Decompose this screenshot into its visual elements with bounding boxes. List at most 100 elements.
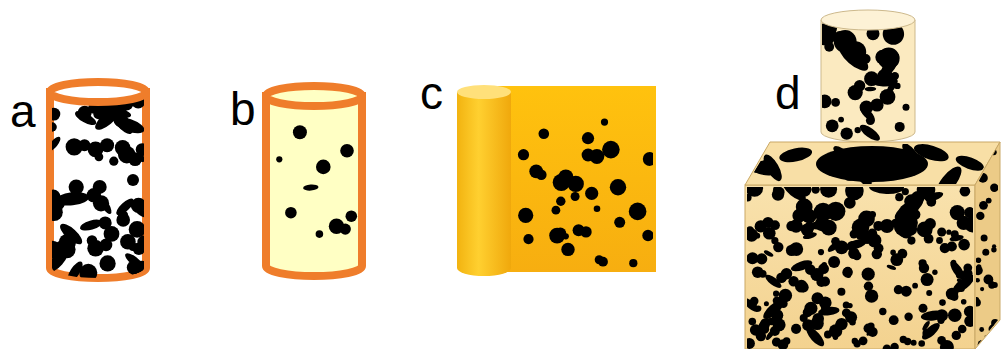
pore bbox=[844, 197, 856, 209]
pore bbox=[783, 337, 791, 345]
pore bbox=[960, 187, 971, 197]
pore bbox=[900, 336, 907, 343]
pore bbox=[316, 230, 324, 238]
pore bbox=[852, 219, 870, 237]
pore bbox=[835, 241, 849, 255]
pore bbox=[886, 264, 897, 271]
pore bbox=[976, 212, 984, 220]
pore bbox=[129, 221, 146, 238]
pore bbox=[582, 149, 595, 162]
pore bbox=[788, 276, 798, 286]
pore bbox=[932, 270, 937, 275]
pore bbox=[743, 157, 778, 179]
pore bbox=[79, 264, 97, 282]
pore bbox=[865, 289, 878, 302]
pore bbox=[847, 160, 879, 186]
pore bbox=[556, 197, 565, 206]
pore bbox=[57, 221, 85, 248]
pore bbox=[536, 170, 547, 181]
pore bbox=[759, 270, 767, 278]
pore bbox=[303, 184, 319, 191]
pore bbox=[865, 86, 877, 91]
pore bbox=[821, 220, 837, 236]
pore bbox=[549, 228, 565, 244]
pore bbox=[127, 174, 139, 186]
pore bbox=[903, 104, 910, 111]
pore bbox=[100, 138, 114, 152]
pore bbox=[861, 54, 871, 64]
pore bbox=[978, 340, 987, 349]
pore bbox=[750, 297, 759, 306]
pore bbox=[990, 184, 998, 192]
pore bbox=[848, 85, 863, 100]
pore bbox=[763, 227, 776, 240]
pore bbox=[285, 207, 297, 219]
pore bbox=[956, 271, 964, 279]
pore bbox=[643, 152, 653, 166]
pore bbox=[595, 255, 604, 264]
pore bbox=[837, 288, 845, 296]
pore bbox=[890, 250, 896, 256]
pore bbox=[858, 122, 883, 144]
pore bbox=[764, 301, 769, 306]
pore bbox=[128, 242, 137, 251]
pore bbox=[926, 290, 932, 296]
pore bbox=[747, 193, 752, 201]
pore bbox=[594, 206, 601, 213]
pore bbox=[940, 243, 950, 253]
pore bbox=[847, 241, 857, 251]
pore bbox=[883, 345, 892, 349]
pore bbox=[46, 135, 63, 153]
pore bbox=[991, 319, 999, 327]
pore bbox=[799, 207, 806, 214]
pore bbox=[573, 224, 585, 236]
pore bbox=[799, 282, 809, 292]
pore bbox=[818, 94, 832, 108]
pore bbox=[55, 190, 90, 207]
pore bbox=[904, 313, 912, 321]
pore bbox=[118, 150, 129, 161]
pore bbox=[48, 108, 61, 121]
pore bbox=[116, 213, 130, 227]
pore bbox=[869, 187, 904, 195]
pore bbox=[293, 125, 307, 139]
tube-b bbox=[266, 86, 362, 276]
pore bbox=[568, 176, 584, 192]
pore bbox=[831, 98, 840, 107]
pore bbox=[520, 215, 526, 221]
pore bbox=[879, 308, 886, 315]
pore bbox=[776, 273, 787, 284]
pore bbox=[813, 222, 821, 230]
pore bbox=[135, 208, 152, 220]
pore bbox=[123, 251, 145, 270]
pore bbox=[961, 299, 967, 305]
pore bbox=[831, 143, 855, 166]
pore bbox=[885, 78, 899, 95]
pore bbox=[845, 311, 857, 323]
pore bbox=[756, 331, 766, 341]
pore bbox=[860, 101, 874, 115]
pore bbox=[602, 141, 620, 159]
pore bbox=[100, 255, 116, 271]
pore bbox=[937, 228, 946, 237]
pore bbox=[826, 202, 845, 221]
pore bbox=[988, 338, 996, 346]
pore bbox=[902, 188, 909, 195]
pore bbox=[93, 195, 109, 211]
pore bbox=[842, 267, 852, 277]
pore bbox=[978, 173, 988, 183]
pore bbox=[804, 302, 817, 315]
pore bbox=[924, 234, 934, 244]
pore bbox=[838, 117, 844, 123]
pore bbox=[276, 156, 282, 162]
pore bbox=[882, 58, 891, 67]
pore bbox=[862, 268, 875, 281]
pore bbox=[629, 203, 647, 221]
pore bbox=[346, 210, 358, 222]
pore bbox=[912, 141, 951, 165]
pore bbox=[922, 329, 931, 338]
pore bbox=[940, 340, 954, 349]
pore bbox=[992, 282, 998, 288]
pore bbox=[872, 249, 882, 259]
